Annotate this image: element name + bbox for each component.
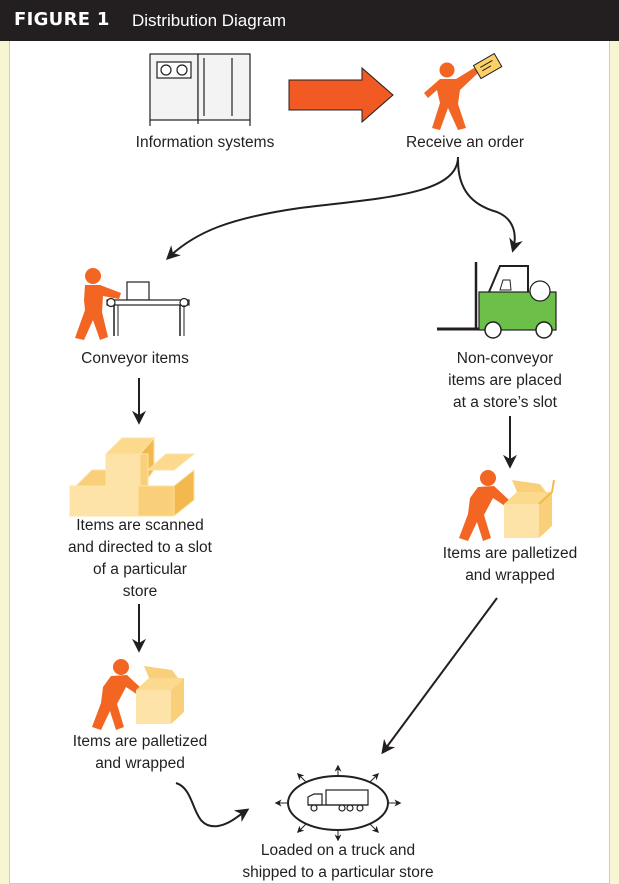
flow-arrows <box>132 156 523 828</box>
stacked-boxes-icon <box>69 436 196 518</box>
radiating-arrows <box>274 764 402 842</box>
label-information-systems: Information systems <box>135 134 275 151</box>
label-non-conveyor: Non-conveyor items are placed at a store… <box>448 350 562 411</box>
process-arrow <box>288 66 394 124</box>
forklift-icon <box>437 262 557 339</box>
label-items-scanned: Items are scanned and directed to a slot… <box>68 517 212 600</box>
arrow-order-to-conveyor <box>165 156 459 260</box>
label-receive-order: Receive an order <box>405 134 525 151</box>
figure-title: Distribution Diagram <box>132 11 286 30</box>
figure-number: FIGURE 1 <box>14 9 110 30</box>
arrow-palletize-left-to-truck <box>175 782 250 828</box>
person-at-conveyor-icon <box>75 268 190 340</box>
label-palletized-left: Items are palletized and wrapped <box>72 733 208 772</box>
computer-server-icon <box>149 53 251 126</box>
truck-icon <box>307 789 369 812</box>
label-palletized-right: Items are palletized and wrapped <box>442 545 578 584</box>
person-with-order-icon <box>424 52 503 130</box>
arrow-palletize-right-to-truck <box>381 597 498 755</box>
truck-hub-icon <box>274 764 402 842</box>
figure-header: FIGURE 1 Distribution Diagram <box>0 0 619 41</box>
label-conveyor-items: Conveyor items <box>81 350 189 367</box>
label-loaded-truck: Loaded on a truck and shipped to a parti… <box>242 842 434 881</box>
arrow-order-to-forklift <box>457 159 523 253</box>
person-packing-box-icon-left <box>92 659 184 730</box>
person-packing-box-icon-right <box>459 470 555 541</box>
